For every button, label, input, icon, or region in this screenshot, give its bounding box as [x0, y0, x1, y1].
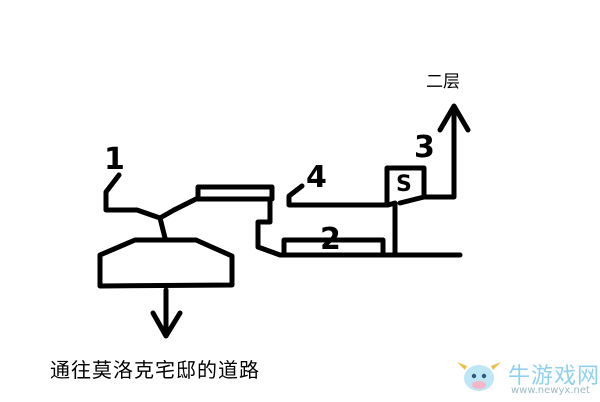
mansion-path-label: 通往莫洛克宅邸的道路 — [50, 358, 260, 382]
upstairs-label: 二层 — [426, 72, 460, 92]
lower-structure — [97, 215, 235, 289]
up-arrow — [421, 103, 471, 200]
corridor — [195, 196, 463, 258]
marker-1: 1 — [104, 142, 125, 177]
watermark-brand: 牛游戏网 — [508, 364, 600, 389]
area-2-box — [281, 237, 386, 258]
path-4-line — [286, 183, 398, 258]
marker-3: 3 — [414, 130, 435, 165]
marker-2: 2 — [320, 222, 341, 257]
save-room — [384, 165, 427, 208]
cartoon-cow-logo-icon — [457, 362, 501, 391]
save-point-label: S — [396, 172, 412, 197]
marker-4: 4 — [306, 160, 327, 195]
watermark-url: www.newyx.net — [511, 385, 590, 396]
down-arrow — [150, 287, 183, 339]
path-1-line — [103, 172, 201, 221]
